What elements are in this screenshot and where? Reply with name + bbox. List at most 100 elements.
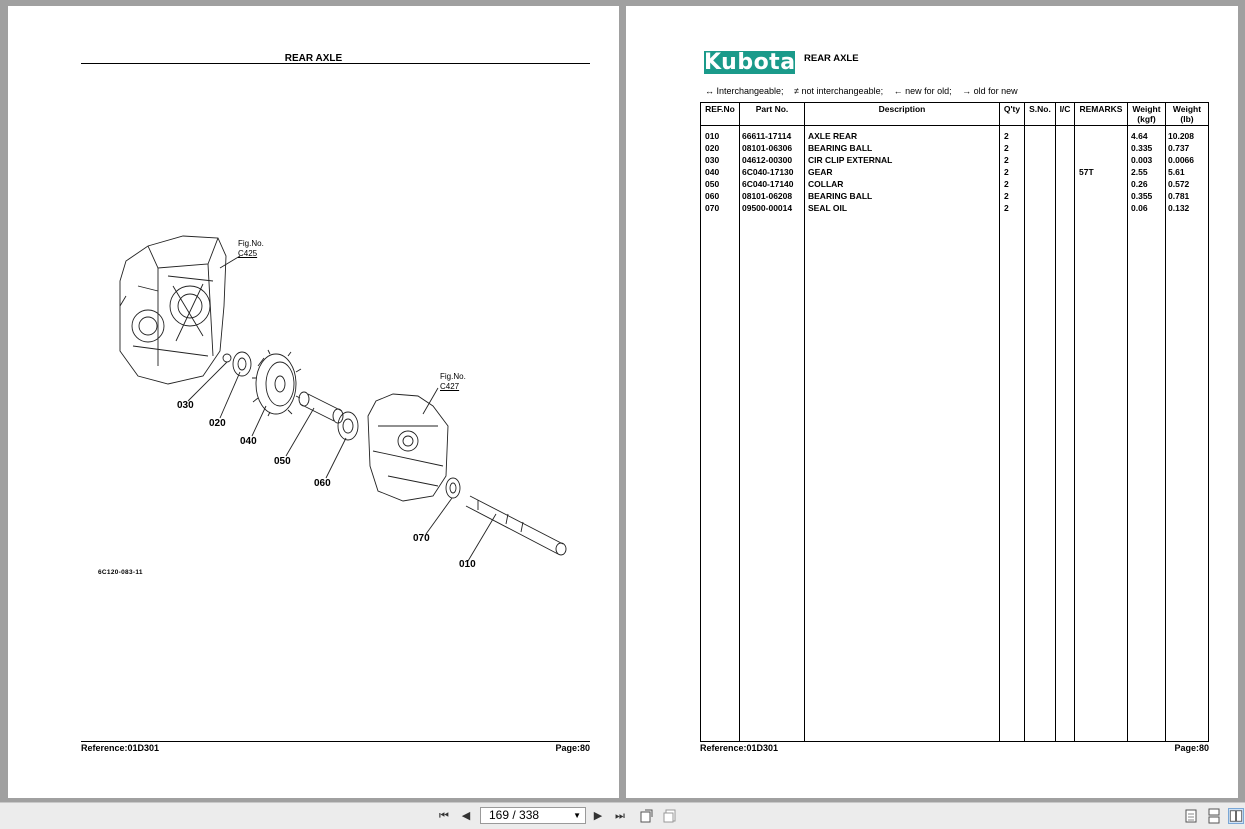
cell-qty: 2	[1004, 203, 1009, 213]
cell-ref-no: 030	[705, 155, 720, 165]
cell-part-no: 66611-17114	[742, 131, 792, 141]
cell-weight-kgf: 4.64	[1131, 131, 1148, 141]
header-ic: I/C	[1059, 104, 1071, 114]
header-serial-no: S.No.	[1029, 104, 1051, 114]
right-reference: Reference:01D301	[700, 743, 779, 753]
rotate-icon[interactable]	[639, 808, 655, 824]
cell-part-no: 04612-00300	[742, 155, 793, 165]
cell-ref-no: 020	[705, 143, 720, 153]
callout-020: 020	[209, 418, 226, 429]
cell-qty: 2	[1004, 155, 1009, 165]
rear-axle-exploded-diagram	[119, 235, 567, 562]
col-divider	[1127, 103, 1128, 741]
callout-010: 010	[459, 559, 476, 570]
cell-ref-no: 070	[705, 203, 720, 213]
cell-weight-lb: 5.61	[1168, 167, 1185, 177]
cell-weight-kgf: 0.355	[1131, 191, 1153, 201]
callout-070: 070	[413, 533, 430, 544]
table-row: 040 6C040-17130 GEAR 2 57T 2.55 5.61	[701, 167, 1208, 179]
previous-page-icon[interactable]: ◀	[461, 810, 471, 822]
last-page-icon[interactable]: ⏭	[615, 810, 625, 822]
cell-qty: 2	[1004, 131, 1009, 141]
left-page: REAR AXLE	[8, 6, 619, 798]
header-weight-kgf: Weight (kgf)	[1132, 104, 1161, 124]
cell-description: SEAL OIL	[808, 203, 848, 213]
cell-ref-no: 050	[705, 179, 720, 189]
table-row: 060 08101-06208 BEARING BALL 2 0.355 0.781	[701, 191, 1208, 203]
cell-weight-kgf: 0.26	[1131, 179, 1148, 189]
kubota-logo: Kubota	[704, 50, 796, 75]
col-divider	[739, 103, 740, 741]
cell-ref-no: 040	[705, 167, 720, 177]
cell-qty: 2	[1004, 191, 1009, 201]
cell-description: AXLE REAR	[808, 131, 858, 141]
callout-050: 050	[274, 456, 291, 467]
cell-ref-no: 060	[705, 191, 720, 201]
fig-label-c427: Fig.No. C427	[440, 372, 466, 391]
col-divider	[1165, 103, 1166, 741]
right-page-number: Page:80	[1174, 743, 1209, 753]
col-divider	[1074, 103, 1075, 741]
header-divider	[701, 125, 1208, 126]
next-page-icon[interactable]: ▶	[593, 810, 603, 822]
single-page-view-icon[interactable]	[1183, 808, 1199, 824]
viewer-toolbar: ⏮ ◀ 169 / 338 ▼ ▶ ⏭	[0, 802, 1245, 829]
col-divider	[1024, 103, 1025, 741]
col-divider	[999, 103, 1000, 741]
callout-060: 060	[314, 478, 331, 489]
header-part-no: Part No.	[755, 104, 789, 114]
cell-weight-kgf: 0.003	[1131, 155, 1153, 165]
cell-description: BEARING BALL	[808, 191, 873, 201]
cell-part-no: 6C040-17130	[742, 167, 794, 177]
table-row: 010 66611-17114 AXLE REAR 2 4.64 10.208	[701, 131, 1208, 143]
cell-weight-kgf: 2.55	[1131, 167, 1148, 177]
fit-icon[interactable]	[662, 808, 678, 824]
left-page-number: Page:80	[555, 743, 590, 753]
header-qty: Q'ty	[1003, 104, 1021, 114]
legend-new-for-old: ← new for old;	[893, 86, 952, 96]
cell-description: GEAR	[808, 167, 833, 177]
legend-interchangeable: ↔ Interchangeable;	[705, 86, 784, 96]
right-page: Kubota REAR AXLE ↔ Interchangeable; ≠ no…	[626, 6, 1238, 798]
cell-description: BEARING BALL	[808, 143, 873, 153]
header-description: Description	[878, 104, 926, 114]
cell-description: CIR CLIP EXTERNAL	[808, 155, 893, 165]
cell-weight-lb: 0.132	[1168, 203, 1190, 213]
cell-part-no: 08101-06208	[742, 191, 793, 201]
two-page-view-icon[interactable]	[1228, 808, 1244, 824]
table-row: 070 09500-00014 SEAL OIL 2 0.06 0.132	[701, 203, 1208, 215]
continuous-view-icon[interactable]	[1206, 808, 1222, 824]
legend-old-for-new: → old for new	[962, 86, 1018, 96]
cell-qty: 2	[1004, 167, 1009, 177]
cell-weight-kgf: 0.335	[1131, 143, 1153, 153]
col-divider	[804, 103, 805, 741]
page-indicator: 169 / 338	[489, 808, 540, 822]
left-page-title: REAR AXLE	[284, 53, 343, 64]
first-page-icon[interactable]: ⏮	[439, 810, 449, 822]
cell-weight-lb: 0.781	[1168, 191, 1190, 201]
cell-remarks: 57T	[1079, 167, 1094, 177]
cell-weight-lb: 10.208	[1168, 131, 1194, 141]
parts-table: REF.No Part No. Description Q'ty S.No. I…	[700, 102, 1209, 742]
title-rule	[81, 63, 590, 64]
cell-part-no: 08101-06306	[742, 143, 793, 153]
table-row: 030 04612-00300 CIR CLIP EXTERNAL 2 0.003 0.0…	[701, 155, 1208, 167]
cell-part-no: 09500-00014	[742, 203, 793, 213]
legend-not-interchangeable: ≠ not interchangeable;	[794, 86, 884, 96]
header-remarks: REMARKS	[1079, 104, 1123, 114]
cell-weight-kgf: 0.06	[1131, 203, 1148, 213]
cell-description: COLLAR	[808, 179, 844, 189]
cell-ref-no: 010	[705, 131, 720, 141]
page-number-select[interactable]: 169 / 338 ▼	[480, 807, 586, 824]
cell-weight-lb: 0.572	[1168, 179, 1190, 189]
callout-030: 030	[177, 400, 194, 411]
cell-weight-lb: 0.737	[1168, 143, 1190, 153]
cell-qty: 2	[1004, 143, 1009, 153]
left-reference: Reference:01D301	[81, 743, 160, 753]
cell-weight-lb: 0.0066	[1168, 155, 1194, 165]
fig-label-c425: Fig.No. C425	[238, 239, 264, 258]
chevron-down-icon: ▼	[573, 811, 581, 820]
header-weight-lb: Weight (lb)	[1172, 104, 1202, 124]
header-ref-no: REF.No	[705, 104, 735, 114]
